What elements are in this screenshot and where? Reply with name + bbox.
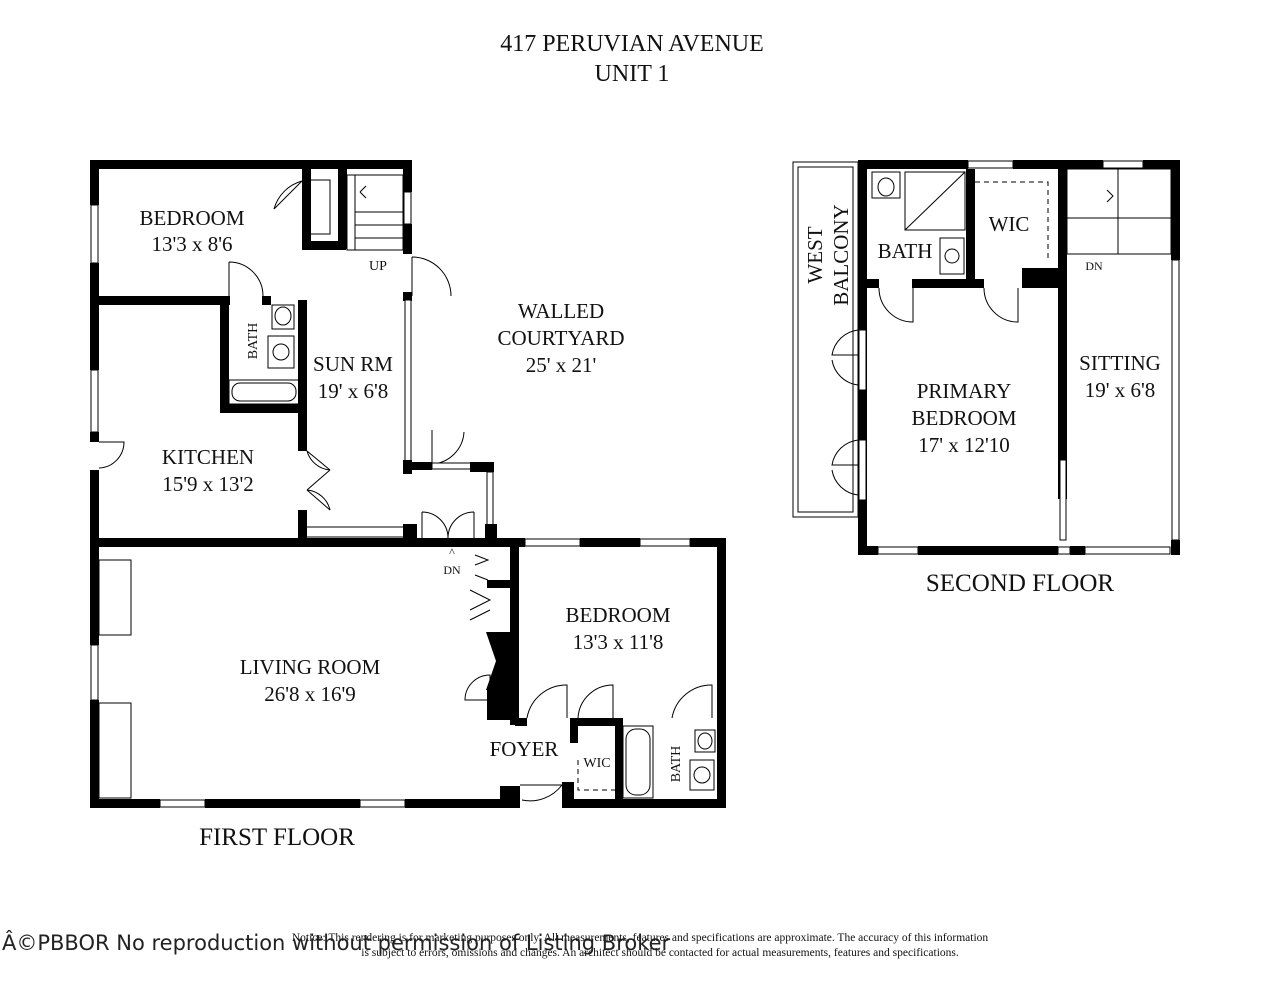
first-floor-plan: UP ^ DN xyxy=(90,160,726,808)
room-sitting-name: SITTING xyxy=(1079,351,1161,375)
room-wic-2-name: WIC xyxy=(989,212,1030,236)
room-west-balcony-name-2: BALCONY xyxy=(829,204,853,306)
plan-title-address: 417 PERUVIAN AVENUE xyxy=(500,31,764,57)
room-sitting-size: 19' x 6'8 xyxy=(1085,378,1156,402)
room-sun-rm-name: SUN RM xyxy=(313,352,393,376)
room-kitchen-name: KITCHEN xyxy=(162,445,254,469)
room-bedroom-nw-name: BEDROOM xyxy=(139,206,244,230)
room-courtyard-name-1: WALLED xyxy=(518,299,604,323)
stairs-dn-second-label: DN xyxy=(1085,259,1103,273)
watermark-text: Â©PBBOR No reproduction without permissi… xyxy=(2,930,671,955)
room-west-balcony-name-1: WEST xyxy=(803,226,827,283)
room-primary-name-2: BEDROOM xyxy=(911,406,1016,430)
room-sun-rm-size: 19' x 6'8 xyxy=(318,379,389,403)
room-bedroom-se-name: BEDROOM xyxy=(565,603,670,627)
stairs-up-label: UP xyxy=(369,259,387,274)
room-bath-2-name: BATH xyxy=(669,746,684,783)
room-bedroom-se-size: 13'3 x 11'8 xyxy=(573,630,664,654)
stairs-dn-first-arrow: ^ xyxy=(449,545,455,559)
room-living-size: 26'8 x 16'9 xyxy=(264,682,356,706)
room-primary-size: 17' x 12'10 xyxy=(918,433,1010,457)
plan-title-unit: UNIT 1 xyxy=(595,61,670,87)
room-bedroom-nw-size: 13'3 x 8'6 xyxy=(151,232,232,256)
second-floor-plan: DN xyxy=(792,160,1180,555)
room-living-name: LIVING ROOM xyxy=(240,655,381,679)
notice-line-2: is subject to errors, omissions and chan… xyxy=(361,947,959,959)
room-bath-1-name: BATH xyxy=(246,323,261,360)
room-kitchen-size: 15'9 x 13'2 xyxy=(162,472,254,496)
room-courtyard-size: 25' x 21' xyxy=(526,353,597,377)
room-primary-name-1: PRIMARY xyxy=(917,379,1012,403)
room-courtyard-name-2: COURTYARD xyxy=(497,326,624,350)
room-wic-1-name: WIC xyxy=(583,756,610,771)
floor-label-second: SECOND FLOOR xyxy=(926,570,1115,597)
room-bath-3-name: BATH xyxy=(878,239,933,263)
stairs-dn-first-label: DN xyxy=(443,563,461,577)
floor-label-first: FIRST FLOOR xyxy=(199,824,355,851)
notice-line-1: Notice: This rendering is for marketing … xyxy=(292,932,989,944)
room-foyer-name: FOYER xyxy=(490,737,559,761)
